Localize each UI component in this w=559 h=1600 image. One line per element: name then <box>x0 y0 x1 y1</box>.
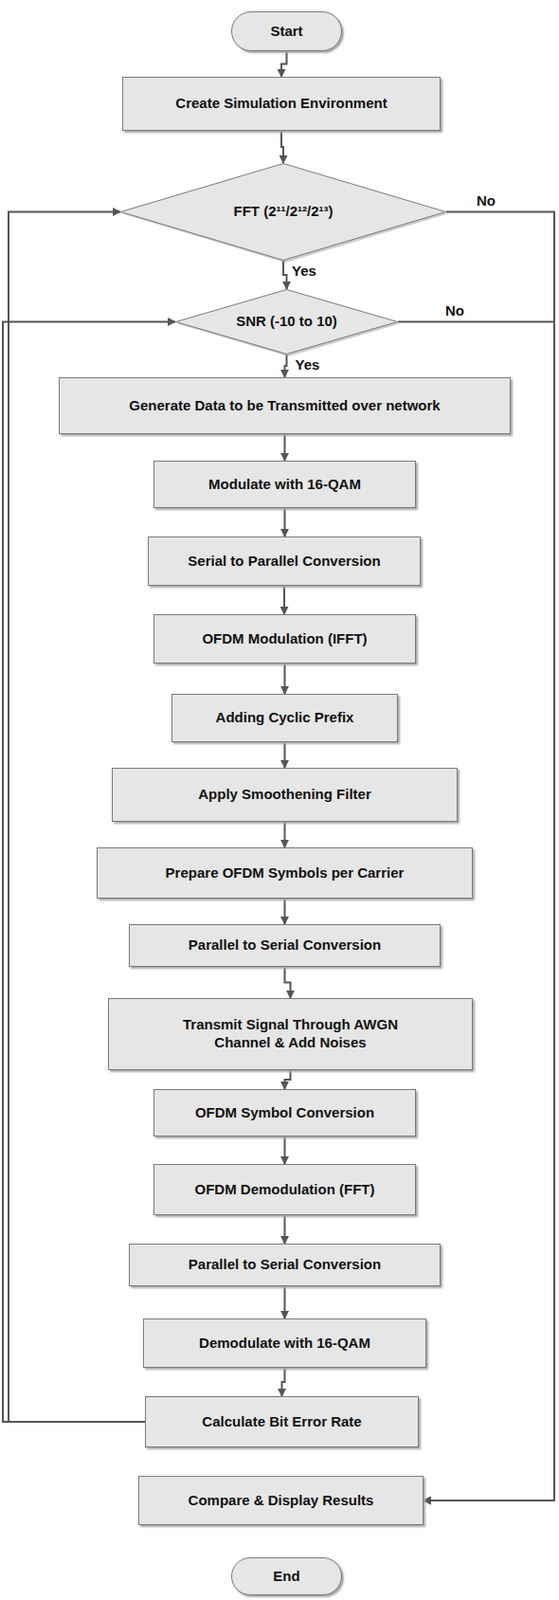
process-box: Calculate Bit Error Rate <box>144 1395 419 1447</box>
process-box: Serial to Parallel Conversion <box>147 536 421 586</box>
flow-arrow <box>284 821 287 848</box>
flow-arrow <box>284 1285 287 1318</box>
flow-arrow <box>284 1214 287 1244</box>
node-text: FFT (2¹¹/2¹²/2¹³) <box>234 202 334 221</box>
flow-arrow <box>283 260 288 289</box>
flow-arrow <box>281 51 288 77</box>
process-box: Prepare OFDM Symbols per Carrier <box>96 847 473 899</box>
flow-arrow <box>284 507 287 537</box>
node-text: Serial to Parallel Conversion <box>187 552 380 571</box>
process-box: Modulate with 16-QAM <box>153 460 416 508</box>
branch-label: No <box>474 192 498 210</box>
flow-arrow <box>284 663 287 694</box>
node-text: Apply Smoothening Filter <box>198 785 372 804</box>
process-box: Apply Smoothening Filter <box>111 767 458 822</box>
flow-arrow <box>283 585 286 614</box>
process-box: OFDM Symbol Conversion <box>153 1088 416 1137</box>
decision-diamond: FFT (2¹¹/2¹²/2¹³) <box>120 162 447 261</box>
flow-arrow <box>285 354 288 378</box>
process-box: Demodulate with 16-QAM <box>143 1317 427 1368</box>
flow-arrow <box>284 741 287 768</box>
node-text: Create Simulation Environment <box>175 94 387 113</box>
flow-arrow <box>285 1069 291 1089</box>
node-text: Modulate with 16-QAM <box>208 475 361 494</box>
node-text: Compare & Display Results <box>188 1491 375 1510</box>
process-box: Parallel to Serial Conversion <box>128 1243 441 1286</box>
process-box: Create Simulation Environment <box>122 76 441 131</box>
node-text: Prepare OFDM Symbols per Carrier <box>165 864 405 883</box>
node-text: Adding Cyclic Prefix <box>216 708 355 727</box>
node-text: End <box>272 1567 300 1586</box>
node-text: Start <box>270 22 303 41</box>
process-box: OFDM Demodulation (FFT) <box>153 1163 416 1215</box>
node-text: OFDM Demodulation (FFT) <box>195 1180 376 1199</box>
node-text: SNR (-10 to 10) <box>235 312 338 331</box>
node-text: OFDM Symbol Conversion <box>195 1103 375 1122</box>
flow-arrow <box>284 898 287 924</box>
branch-label: No <box>443 302 467 320</box>
flow-arrow <box>281 130 284 163</box>
process-box: Adding Cyclic Prefix <box>171 693 398 742</box>
process-box: Generate Data to be Transmitted over net… <box>58 377 511 434</box>
process-box: OFDM Modulation (IFFT) <box>153 613 416 664</box>
flow-arrow <box>282 1367 286 1396</box>
flow-arrow <box>284 1136 287 1164</box>
process-box: Transmit Signal Through AWGN Channel & A… <box>108 997 473 1070</box>
node-text: Transmit Signal Through AWGN Channel & A… <box>162 1015 419 1052</box>
node-text: OFDM Modulation (IFFT) <box>201 630 367 649</box>
process-box: Parallel to Serial Conversion <box>128 923 441 967</box>
flow-arrow <box>285 966 291 998</box>
node-text: Calculate Bit Error Rate <box>201 1412 361 1431</box>
node-text: Parallel to Serial Conversion <box>188 936 381 955</box>
flow-arrow <box>284 433 287 461</box>
process-box: Compare & Display Results <box>138 1475 424 1525</box>
branch-label: Yes <box>293 356 323 374</box>
node-text: Demodulate with 16-QAM <box>198 1334 371 1353</box>
start-terminal: Start <box>231 11 343 52</box>
decision-diamond: SNR (-10 to 10) <box>175 288 398 355</box>
node-text: Generate Data to be Transmitted over net… <box>128 396 440 415</box>
branch-label: Yes <box>289 262 319 280</box>
end-terminal: End <box>231 1556 343 1595</box>
node-text: Parallel to Serial Conversion <box>188 1255 381 1274</box>
